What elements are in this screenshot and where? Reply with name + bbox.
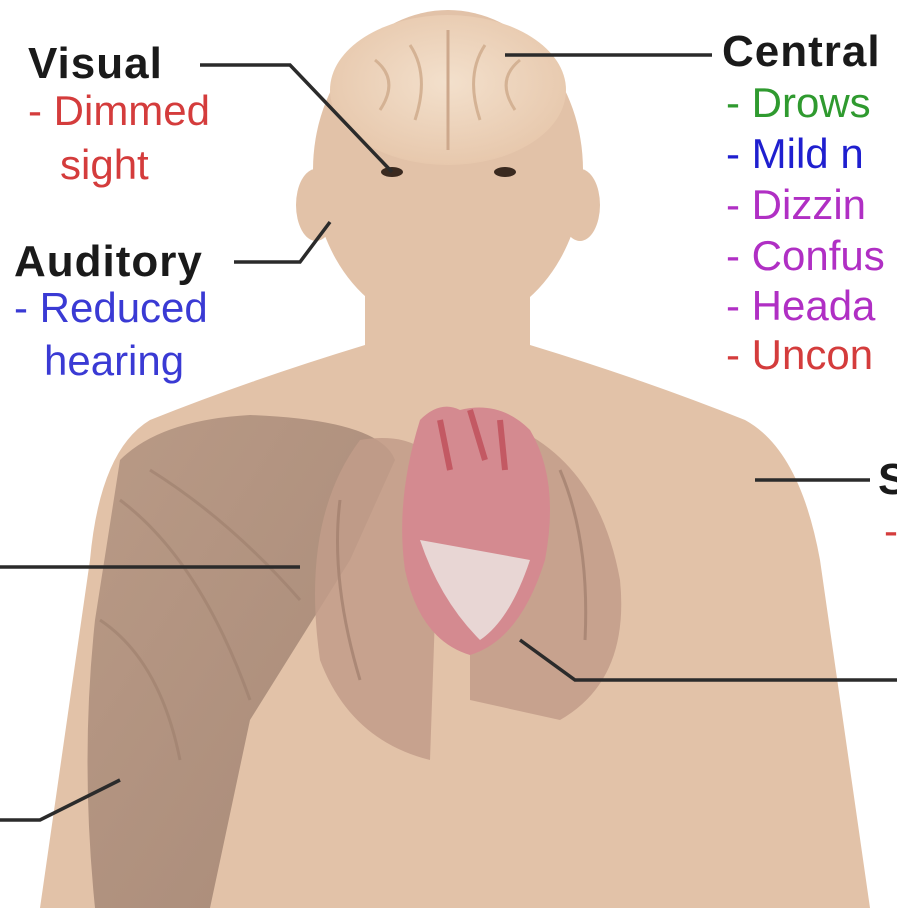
visual-symptom-line1: - Dimmed [28, 90, 210, 132]
central-symptom-dizziness: - Dizzin [726, 184, 866, 226]
central-symptom-mild-narcosis: - Mild n [726, 133, 864, 175]
central-symptom-headache: - Heada [726, 285, 875, 327]
auditory-symptom-line1: - Reduced [14, 287, 208, 329]
central-symptom-confusion: - Confus [726, 235, 885, 277]
visual-symptom-line2: sight [60, 144, 149, 186]
right-eye [494, 167, 516, 177]
central-symptom-drowsiness: - Drows [726, 82, 871, 124]
visual-label: Visual [28, 42, 163, 86]
central-symptom-unconsciousness: - Uncon [726, 334, 873, 376]
skin-label-partial: S [878, 458, 897, 502]
auditory-symptom-line2: hearing [44, 340, 184, 382]
skin-symptom-partial: - [884, 510, 897, 552]
central-label: Central [722, 30, 881, 74]
auditory-label: Auditory [14, 240, 203, 284]
